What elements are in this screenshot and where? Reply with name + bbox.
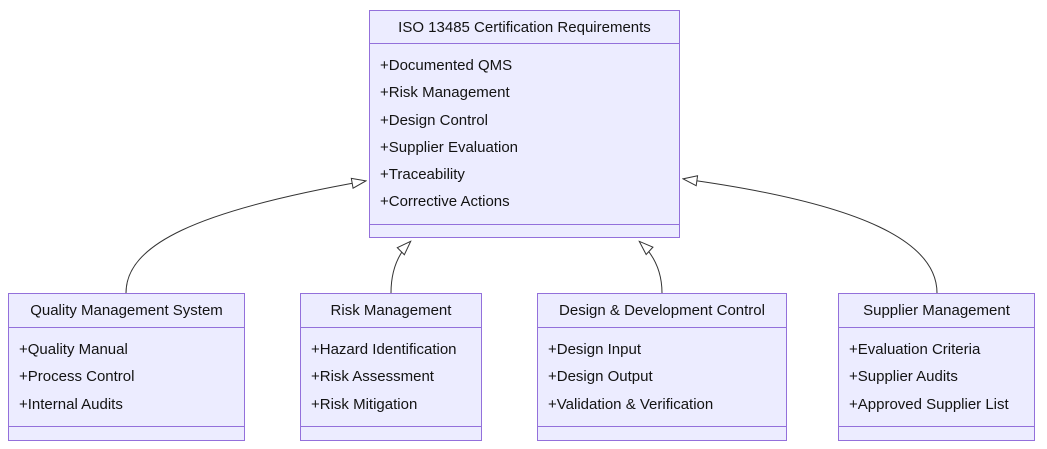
inheritance-edge-supplier-to-iso xyxy=(684,179,938,294)
class-attribute: +Traceability xyxy=(380,166,465,184)
class-attributes: +Design Input +Design Output +Validation… xyxy=(538,328,786,426)
inheritance-edge-qms-to-iso xyxy=(125,181,365,294)
class-attribute: +Corrective Actions xyxy=(380,193,510,211)
class-attribute: +Design Output xyxy=(548,368,653,386)
class-methods-empty xyxy=(538,426,786,440)
class-node-supplier-management: Supplier Management +Evaluation Criteria… xyxy=(838,293,1035,441)
class-methods-empty xyxy=(839,426,1034,440)
class-attribute: +Supplier Evaluation xyxy=(380,138,519,156)
class-attribute: +Process Control xyxy=(19,368,135,386)
class-title: Supplier Management xyxy=(839,294,1034,328)
class-attributes: +Quality Manual +Process Control +Intern… xyxy=(9,328,244,426)
class-methods-empty xyxy=(370,224,679,237)
class-methods-empty xyxy=(301,426,481,440)
class-node-risk-management: Risk Management +Hazard Identification +… xyxy=(300,293,482,441)
inheritance-edge-risk-to-iso xyxy=(390,242,410,294)
class-attribute: +Internal Audits xyxy=(19,395,123,413)
class-attributes: +Evaluation Criteria +Supplier Audits +A… xyxy=(839,328,1034,426)
class-title: Design & Development Control xyxy=(538,294,786,328)
class-attribute: +Design Input xyxy=(548,341,641,358)
class-attribute: +Risk Management xyxy=(380,84,510,102)
class-attribute: +Risk Assessment xyxy=(311,368,434,386)
class-title: Quality Management System xyxy=(9,294,244,328)
class-title: ISO 13485 Certification Requirements xyxy=(370,11,679,44)
class-title: Risk Management xyxy=(301,294,481,328)
class-attribute: +Documented QMS xyxy=(380,57,513,74)
class-attribute: +Hazard Identification xyxy=(311,341,457,358)
class-attribute: +Design Control xyxy=(380,111,488,129)
class-attribute: +Supplier Audits xyxy=(849,368,958,386)
class-attribute: +Evaluation Criteria xyxy=(849,341,981,358)
class-methods-empty xyxy=(9,426,244,440)
class-attributes: +Documented QMS +Risk Management +Design… xyxy=(370,44,679,224)
class-attribute: +Validation & Verification xyxy=(548,395,714,413)
class-node-iso13485: ISO 13485 Certification Requirements +Do… xyxy=(369,10,680,238)
class-node-design-development-control: Design & Development Control +Design Inp… xyxy=(537,293,787,441)
class-attributes: +Hazard Identification +Risk Assessment … xyxy=(301,328,481,426)
class-node-quality-management-system: Quality Management System +Quality Manua… xyxy=(8,293,245,441)
class-attribute: +Risk Mitigation xyxy=(311,395,418,413)
class-attribute: +Approved Supplier List xyxy=(849,395,1009,413)
inheritance-edge-design-to-iso xyxy=(640,242,663,294)
class-attribute: +Quality Manual xyxy=(19,341,128,358)
